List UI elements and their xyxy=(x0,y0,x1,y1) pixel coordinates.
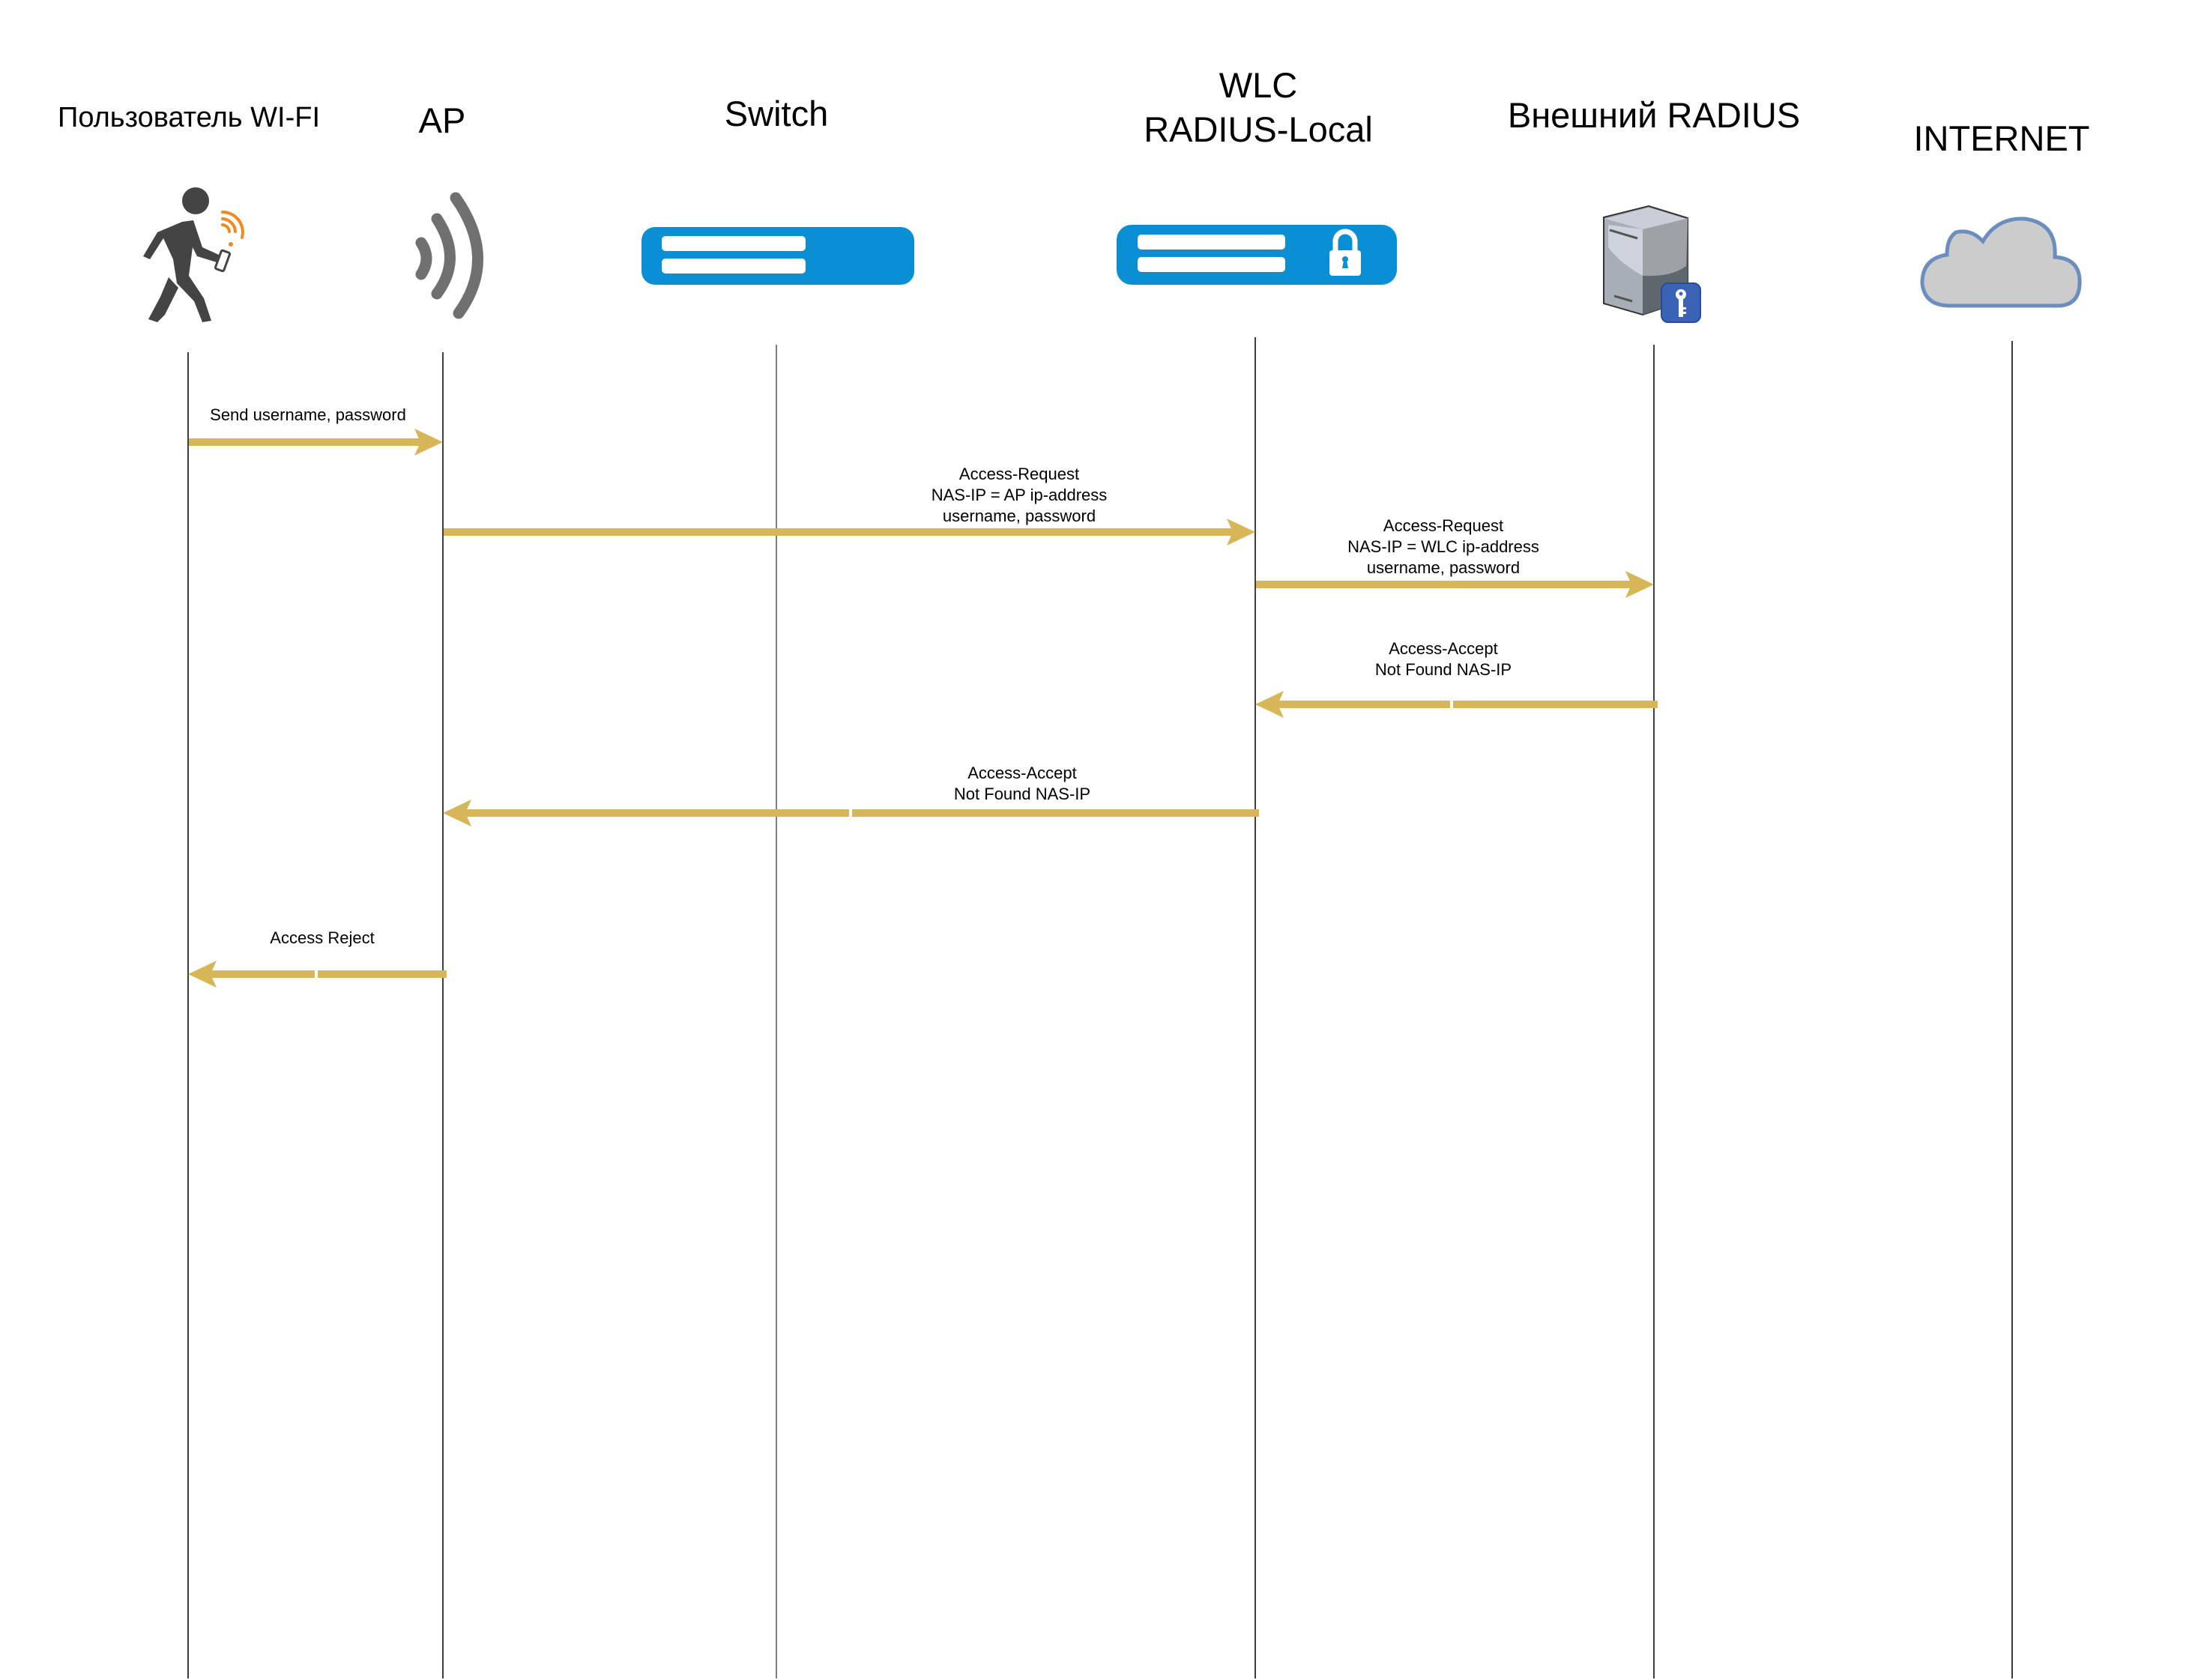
message-label-line: username, password xyxy=(942,507,1096,525)
arrow-shaft xyxy=(444,528,1233,536)
arrow-head xyxy=(443,800,471,827)
message-label-1: Send username, password xyxy=(210,405,406,426)
participant-title-wlc-line1: WLC xyxy=(1219,65,1298,105)
message-label-line: Access-Request xyxy=(1383,516,1504,535)
message-arrow-4 xyxy=(1255,691,1658,718)
lock-icon xyxy=(1329,229,1361,276)
server-key-icon xyxy=(1603,205,1701,323)
cloud-icon xyxy=(1920,217,2082,308)
message-arrow-6 xyxy=(188,961,447,988)
wireless-signal-icon xyxy=(415,192,483,319)
arrow-shaft xyxy=(465,809,1259,817)
participant-title-ap: AP xyxy=(418,100,466,140)
arrow-label-gap xyxy=(315,970,318,979)
participant-title-wlc: WLC RADIUS-Local xyxy=(1144,64,1373,152)
message-arrow-3 xyxy=(1256,571,1654,598)
message-label-line: Access-Accept xyxy=(1389,639,1498,658)
key-icon xyxy=(1661,282,1701,323)
arrow-head xyxy=(1255,691,1284,718)
arrow-shaft xyxy=(189,438,420,446)
arrow-head xyxy=(1227,519,1255,546)
message-label-line: Access-Request xyxy=(958,465,1080,483)
message-label-line: Access-Accept xyxy=(967,764,1077,782)
participant-title-user: Пользователь WI-FI xyxy=(58,102,320,133)
message-label-4: Access-Accept Not Found NAS-IP xyxy=(1375,638,1512,680)
arrow-shaft xyxy=(211,970,447,978)
message-label-line: Not Found NAS-IP xyxy=(1374,660,1512,679)
wlc-appliance-icon xyxy=(1117,225,1397,285)
arrow-shaft xyxy=(1256,581,1631,588)
message-label-line: Not Found NAS-IP xyxy=(953,785,1091,803)
participant-title-radius: Внешний RADIUS xyxy=(1507,95,1801,135)
arrow-head xyxy=(414,429,443,456)
arrow-shaft xyxy=(1278,701,1658,708)
message-label-line: NAS-IP = WLC ip-address xyxy=(1347,537,1539,556)
message-arrow-2 xyxy=(444,519,1255,546)
network-switch-icon xyxy=(641,227,914,285)
message-label-line: Access Reject xyxy=(270,928,375,947)
message-label-5: Access-Accept Not Found NAS-IP xyxy=(954,763,1090,805)
walking-person-with-phone-icon xyxy=(143,187,244,322)
wifi-signal-icon xyxy=(221,211,244,239)
message-label-line: username, password xyxy=(1366,558,1521,577)
participant-title-switch: Switch xyxy=(724,94,829,133)
participant-title-internet: INTERNET xyxy=(1913,118,2090,158)
message-label-6: Access Reject xyxy=(270,928,374,949)
message-label-3: Access-Request NAS-IP = WLC ip-address u… xyxy=(1347,516,1539,578)
arrow-label-gap xyxy=(849,809,852,818)
message-arrow-5 xyxy=(443,800,1259,827)
message-label-line: NAS-IP = AP ip-address xyxy=(931,486,1108,504)
arrow-head xyxy=(188,961,217,988)
message-label-line: Send username, password xyxy=(210,405,406,424)
arrow-head xyxy=(1625,571,1654,598)
message-arrow-1 xyxy=(189,429,443,456)
participant-title-wlc-line2: RADIUS-Local xyxy=(1144,109,1373,149)
message-arrows xyxy=(188,429,1658,988)
lifelines xyxy=(187,337,2013,1679)
arrow-label-gap xyxy=(1450,700,1453,709)
message-label-2: Access-Request NAS-IP = AP ip-address us… xyxy=(932,464,1108,527)
